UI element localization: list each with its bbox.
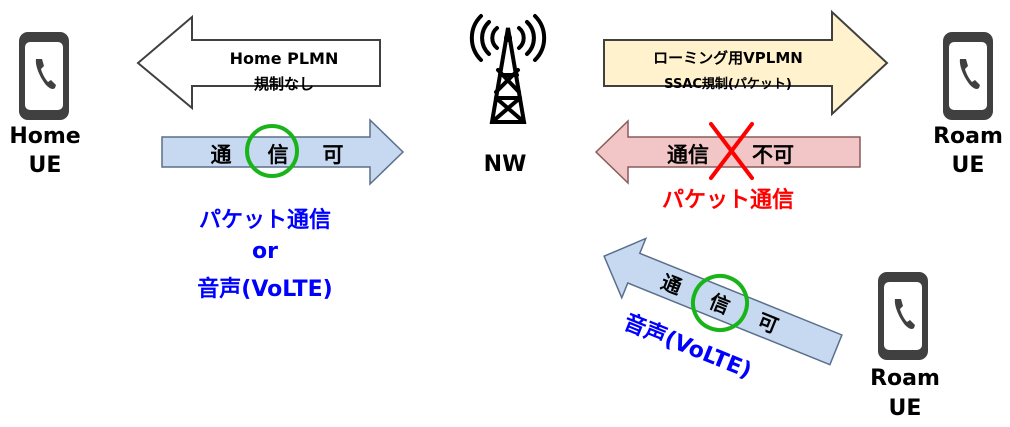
home-comm-char-3: 可 — [323, 143, 344, 167]
phone-icon — [19, 32, 69, 120]
home-service-or: or — [252, 239, 278, 264]
home-ue-label-line1: Home — [9, 124, 80, 149]
nw-label: NW — [484, 152, 527, 177]
roam-comm-blocked-arrow — [594, 119, 861, 185]
green-circle-icon — [691, 274, 749, 332]
home-service-voice: 音声(VoLTE) — [197, 276, 332, 302]
phone-icon — [878, 272, 928, 360]
bottom-roam-ue-label-line1: Roam — [870, 366, 940, 391]
roam-ue-label-line2: UE — [952, 153, 985, 178]
roam-voice-comm-arrow: 通 信 可 — [603, 237, 843, 366]
home-service-packet: パケット通信 — [199, 207, 331, 233]
green-circle-icon — [245, 124, 299, 178]
cell-tower-icon — [469, 14, 547, 124]
bottom-roam-ue-label-line2: UE — [889, 396, 922, 421]
home-comm-char-1: 通 — [211, 143, 232, 167]
home-ue-label-line2: UE — [29, 153, 62, 178]
home-comm-arrow — [161, 118, 405, 186]
home-regulation-label: 規制なし — [254, 75, 314, 93]
roam-ue-label-line1: Roam — [933, 124, 1003, 149]
home-plmn-label: Home PLMN — [230, 49, 339, 68]
red-x-icon — [709, 122, 754, 180]
home-comm-char-2: 信 — [268, 143, 289, 167]
roam-packet-label: パケット通信 — [662, 187, 794, 213]
roam-comm-impossible-label: 不可 — [752, 143, 794, 167]
home-ue-phone — [19, 32, 69, 120]
roam-ue-phone — [943, 32, 993, 120]
bottom-roam-ue-phone — [878, 272, 928, 360]
roam-vplmn-label: ローミング用VPLMN — [653, 49, 803, 67]
roam-comm-label: 通信 — [667, 143, 709, 167]
roam-vplmn-arrow — [603, 9, 889, 117]
home-plmn-arrow — [136, 14, 381, 111]
phone-icon — [943, 32, 993, 120]
roam-ssac-label: SSAC規制(パケット) — [664, 76, 792, 92]
